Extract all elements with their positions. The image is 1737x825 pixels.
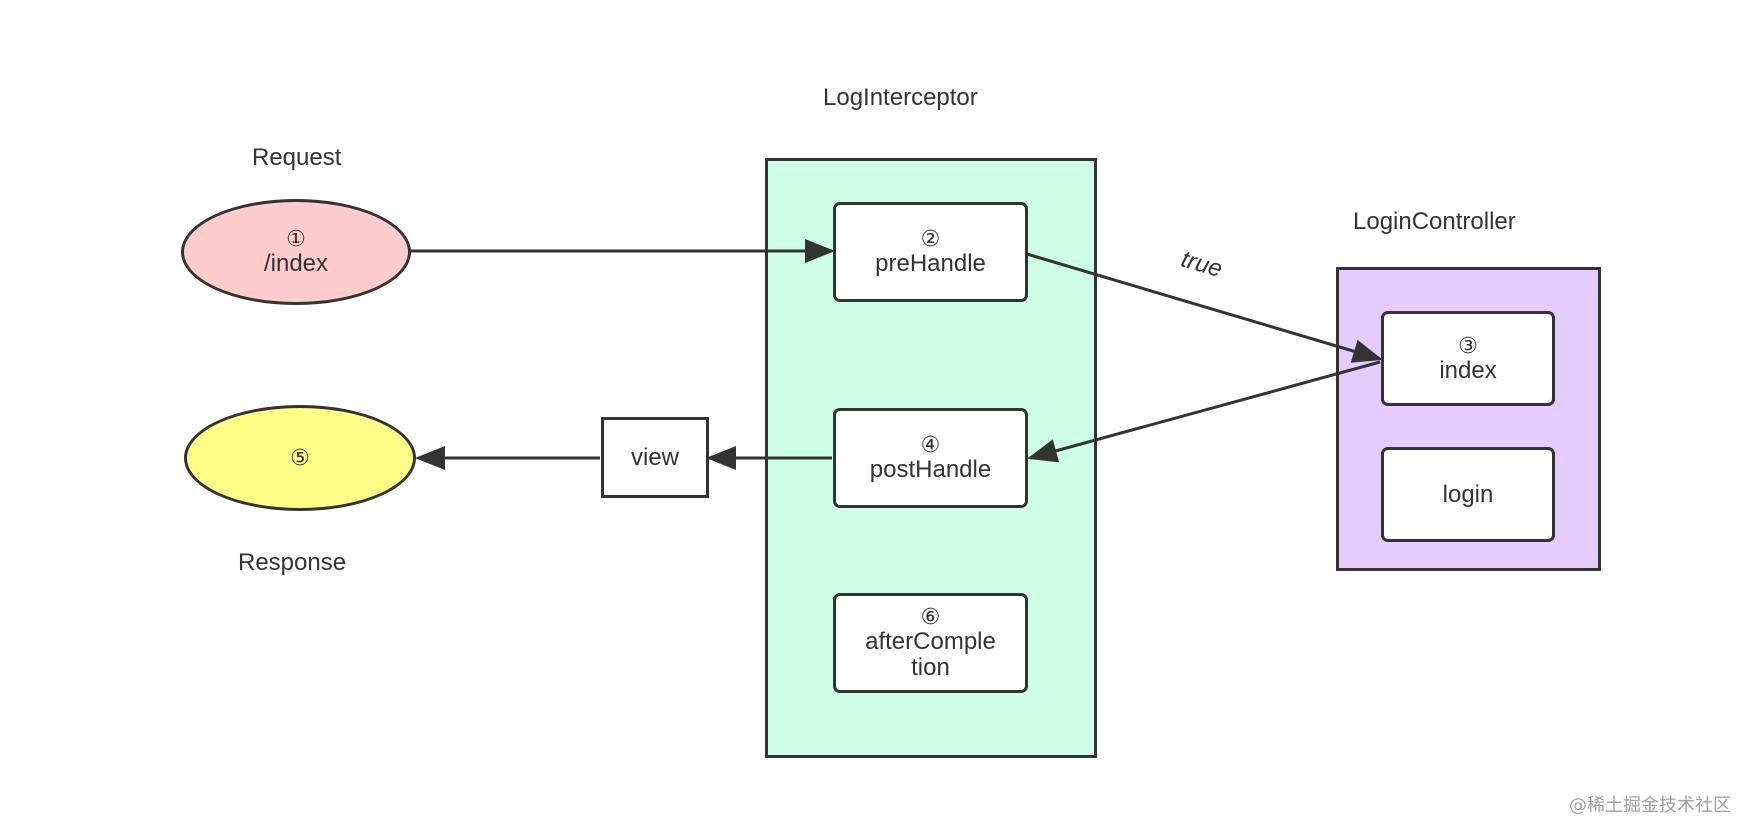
index-label: index	[1439, 356, 1497, 384]
aftercompletion-node: ⑥ afterComple tion	[833, 593, 1028, 693]
log-interceptor-title: LogInterceptor	[823, 84, 978, 111]
aftercompletion-label-line2: tion	[911, 654, 950, 681]
response-node: ⑤	[184, 405, 416, 511]
response-step-number: ⑤	[290, 445, 310, 470]
aftercompletion-step-number: ⑥	[920, 604, 941, 629]
login-label: login	[1442, 480, 1494, 508]
prehandle-node: ② preHandle	[833, 202, 1028, 302]
prehandle-label: preHandle	[875, 250, 986, 277]
aftercompletion-label-line1: afterComple	[865, 628, 996, 655]
prehandle-step-number: ②	[920, 226, 941, 251]
response-label: Response	[238, 549, 347, 576]
request-label: Request	[252, 144, 342, 171]
edge-true-label: true	[1178, 246, 1225, 283]
watermark: @稀土掘金技术社区	[1569, 795, 1731, 816]
login-controller-title: LoginController	[1353, 208, 1516, 235]
request-step-number: ①	[286, 226, 306, 251]
view-node: view	[601, 417, 709, 498]
posthandle-node: ④ postHandle	[833, 408, 1028, 508]
index-node: ③ index	[1381, 311, 1555, 406]
posthandle-label: postHandle	[869, 456, 992, 483]
request-node: ① /index	[181, 199, 411, 305]
edge-index-to-posthandle	[1027, 360, 1381, 463]
edge-prehandle-to-index	[1026, 252, 1383, 363]
view-label: view	[630, 443, 679, 471]
login-node: login	[1381, 447, 1555, 542]
request-path: /index	[263, 250, 329, 277]
posthandle-step-number: ④	[920, 432, 941, 457]
index-step-number: ③	[1458, 332, 1478, 358]
